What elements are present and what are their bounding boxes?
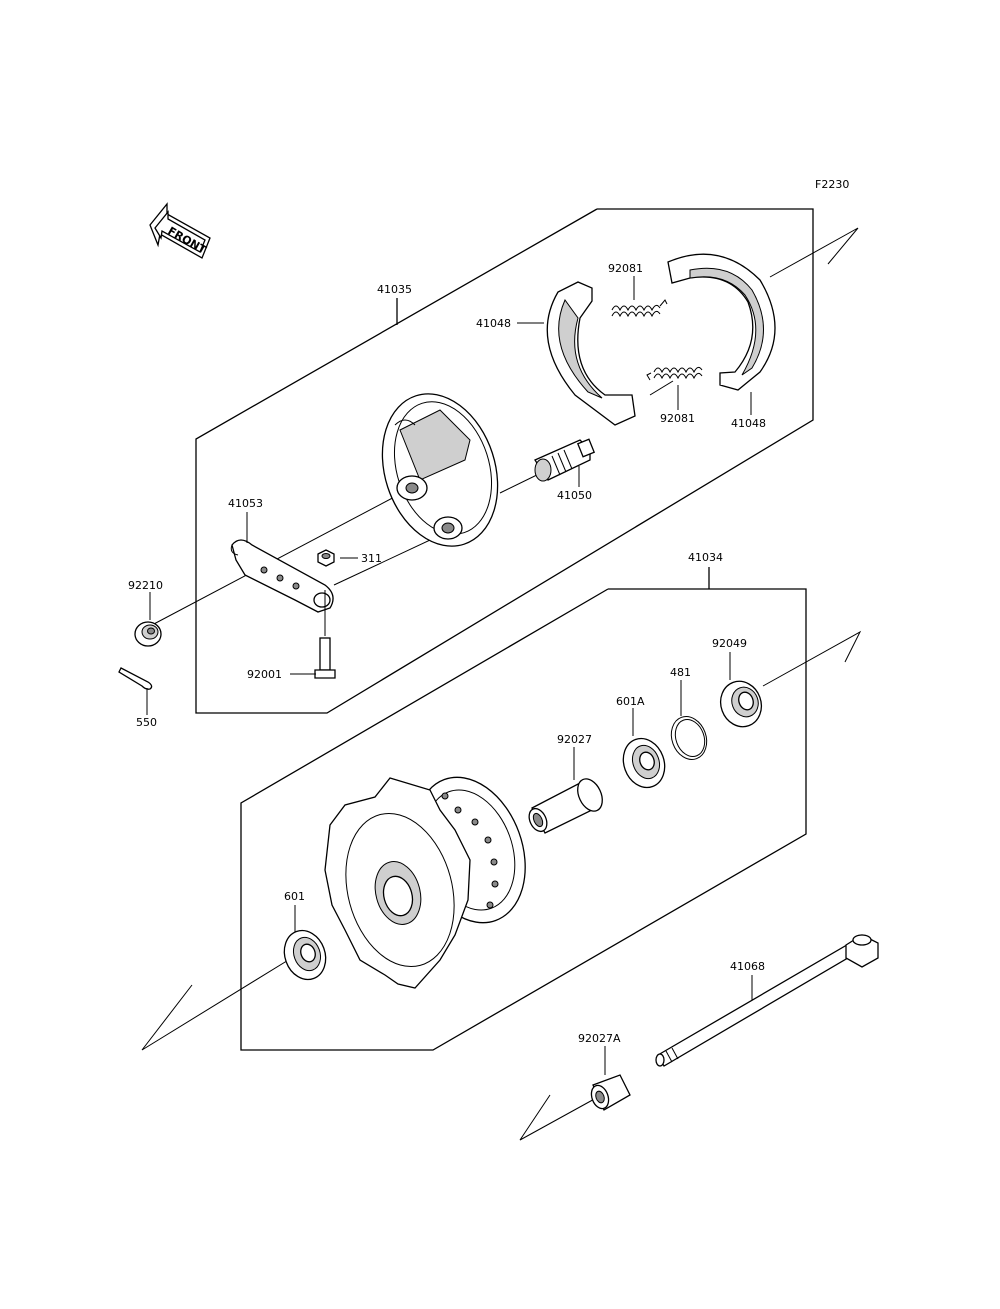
bearing-601A [622,737,666,789]
bolt-92001 [314,590,336,679]
spacer-92027A [590,1074,631,1111]
label-311: 311 [361,552,382,565]
label-41035: 41035 [377,283,412,296]
label-41048-right: 41048 [731,417,766,430]
brake-lever [230,539,334,613]
label-92027A: 92027A [578,1032,621,1045]
front-arrow-icon: FRONT [149,202,211,259]
oil-seal-92049 [719,680,763,728]
diagram-code: F2230 [815,178,849,191]
brake-shoe-left [546,281,636,426]
brake-panel [381,393,499,547]
label-92081-top: 92081 [608,262,643,275]
label-550: 550 [136,716,157,729]
label-92081-bottom: 92081 [660,412,695,425]
label-41068: 41068 [730,960,765,973]
label-41034: 41034 [688,551,723,564]
label-41053: 41053 [228,497,263,510]
spacer-92027 [528,778,603,834]
brake-shoe-right [667,253,776,391]
label-41050: 41050 [557,489,592,502]
leader-lines [146,276,753,1075]
wheel-hub [324,776,526,989]
hub-assembly-frame [240,567,807,1051]
label-601: 601 [284,890,305,903]
label-92049: 92049 [712,637,747,650]
brake-cam [534,438,596,482]
nut-311 [317,549,335,567]
label-481: 481 [670,666,691,679]
label-92027: 92027 [557,733,592,746]
circlip-481 [670,716,708,760]
label-92001: 92001 [247,668,282,681]
label-41048-left: 41048 [476,317,511,330]
spring-top [611,299,668,318]
spring-bottom [646,366,703,381]
brake-panel-assembly-frame [195,208,814,714]
axle-41068 [655,934,879,1067]
nut-92210 [134,621,162,647]
label-601A: 601A [616,695,645,708]
bearing-601 [283,929,327,981]
label-92210: 92210 [128,579,163,592]
cotter-pin-550 [118,667,153,690]
